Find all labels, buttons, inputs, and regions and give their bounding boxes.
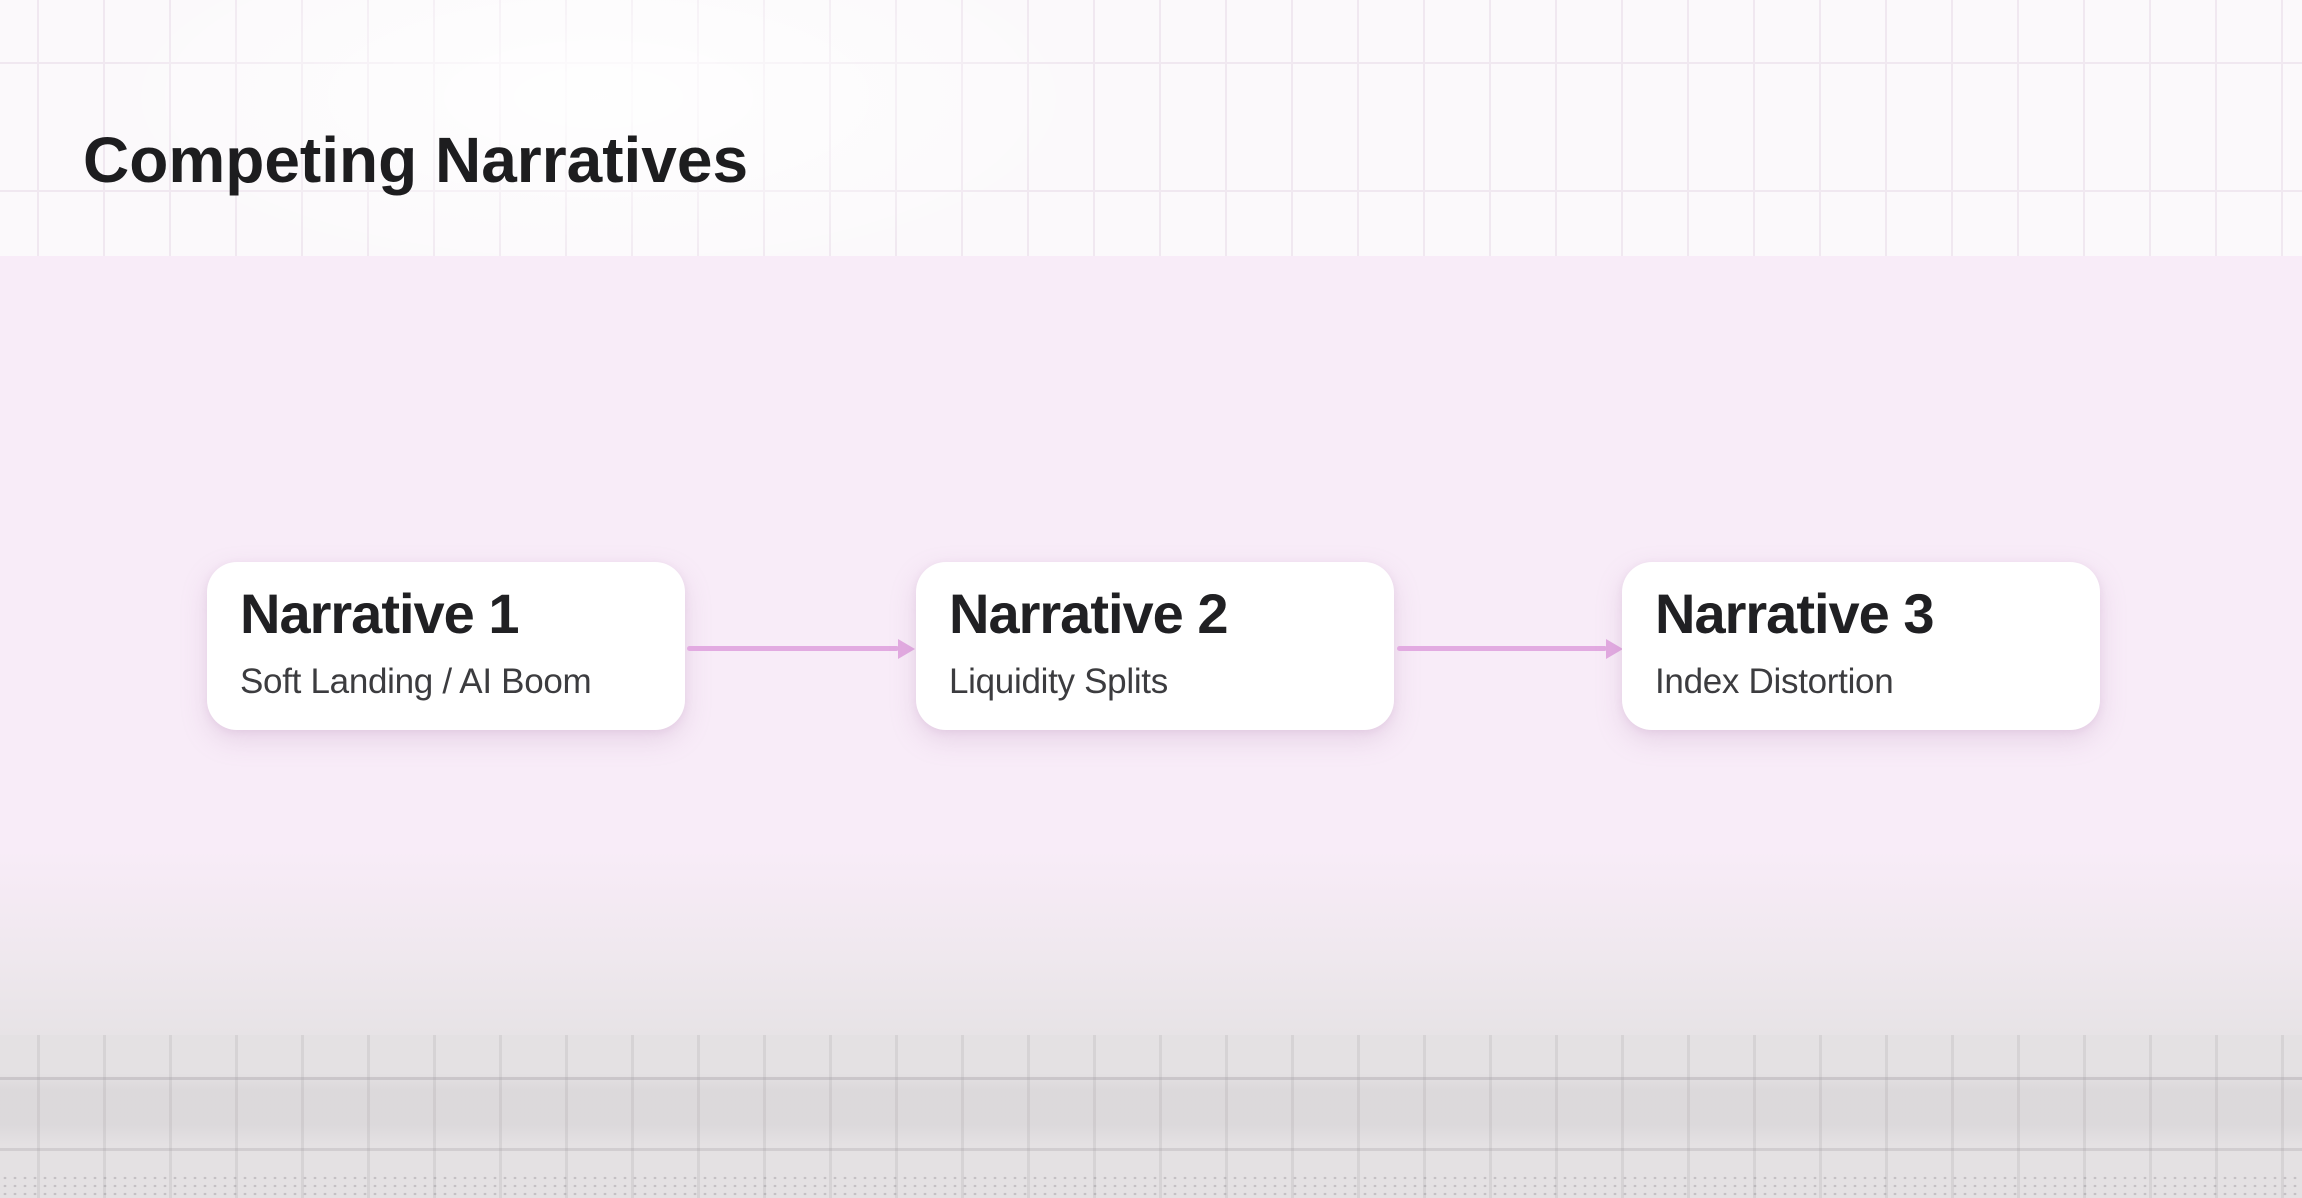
node-title: Narrative 2 xyxy=(949,582,1229,645)
node-title: Narrative 1 xyxy=(240,582,520,645)
narrative-node-1: Narrative 1 Soft Landing / AI Boom xyxy=(207,562,685,730)
arrow-connector-1 xyxy=(687,638,915,659)
whiteboard-bottom-background xyxy=(0,1035,2302,1198)
node-subtitle: Index Distortion xyxy=(1655,662,1894,701)
whiteboard-grid-pattern xyxy=(0,1035,2302,1198)
whiteboard-dot-texture xyxy=(0,1174,2302,1198)
whiteboard-highlight xyxy=(0,0,2302,256)
arrow-connector-2 xyxy=(1397,638,1623,659)
page-title: Competing Narratives xyxy=(83,123,749,196)
narrative-node-2: Narrative 2 Liquidity Splits xyxy=(916,562,1394,730)
node-subtitle: Soft Landing / AI Boom xyxy=(240,662,592,701)
node-subtitle: Liquidity Splits xyxy=(949,662,1168,701)
whiteboard-top-background xyxy=(0,0,2302,256)
node-title: Narrative 3 xyxy=(1655,582,1935,645)
narrative-node-3: Narrative 3 Index Distortion xyxy=(1622,562,2100,730)
